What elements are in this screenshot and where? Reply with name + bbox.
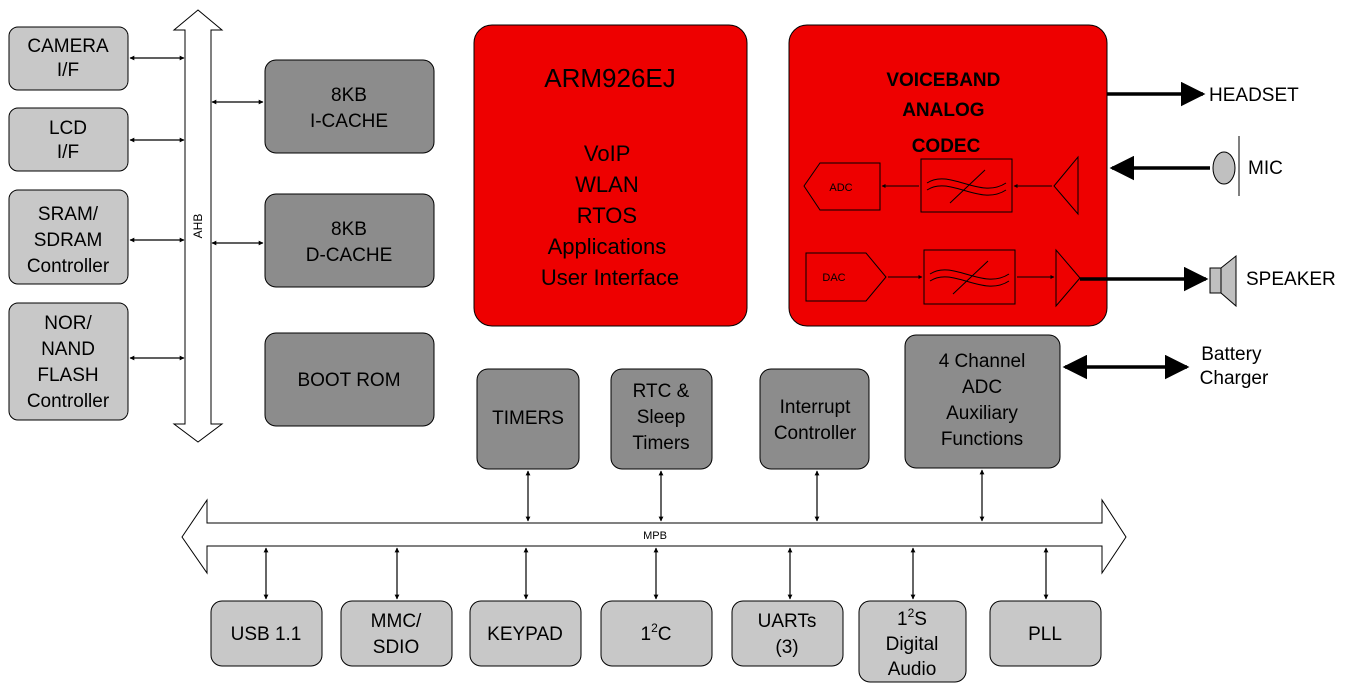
mic-label: MIC xyxy=(1248,158,1283,179)
mpb-bus-label: MPB xyxy=(643,530,667,542)
adc-path xyxy=(803,155,1079,216)
voiceband-codec-title: VOICEBAND ANALOG CODEC xyxy=(886,70,1005,157)
bottom-mpb-connectors xyxy=(263,547,1049,600)
dac-block xyxy=(805,252,887,302)
microphone-icon xyxy=(1212,136,1240,196)
mpb-bus xyxy=(181,498,1127,575)
arm926ej-functions: VoIP WLAN RTOS Applications User Interfa… xyxy=(541,141,679,290)
arm926ej-title: ARM926EJ xyxy=(544,63,676,93)
voiceband-codec-block xyxy=(788,24,1108,327)
external-connectors xyxy=(1062,81,1210,380)
left-ahb-connectors xyxy=(129,55,264,361)
mic-amp xyxy=(1053,155,1079,216)
adc-block xyxy=(803,162,881,211)
i2c-label: 12C xyxy=(641,621,672,645)
headset-label: HEADSET xyxy=(1209,85,1299,106)
pll-label: PLL xyxy=(1028,624,1062,645)
uarts-label: UARTs(3) xyxy=(758,611,817,658)
timers-label: TIMERS xyxy=(492,408,564,429)
speaker-icon xyxy=(1209,254,1237,308)
dac-filter xyxy=(923,249,1016,305)
ahb-bus-label: AHB xyxy=(191,214,205,239)
speaker-label: SPEAKER xyxy=(1246,269,1336,290)
adc-filter xyxy=(920,158,1013,213)
dac-path xyxy=(805,248,1081,308)
boot-rom-label: BOOT ROM xyxy=(297,370,400,391)
speaker-amp xyxy=(1055,248,1081,308)
adc-label: ADC xyxy=(829,182,852,194)
arm926ej-block xyxy=(473,24,748,327)
bottom-blocks: USB 1.1 MMC/SDIO KEYPAD 12C UARTs(3) 12S… xyxy=(210,600,1102,683)
battery-charger-label: Battery Charger xyxy=(1200,344,1269,389)
usb-label: USB 1.1 xyxy=(231,624,302,645)
ahb-bus xyxy=(172,9,224,443)
dac-label: DAC xyxy=(822,272,845,284)
mid-mpb-connectors xyxy=(525,469,985,522)
mmc-sdio-label: MMC/SDIO xyxy=(371,611,422,658)
keypad-label: KEYPAD xyxy=(487,624,563,645)
